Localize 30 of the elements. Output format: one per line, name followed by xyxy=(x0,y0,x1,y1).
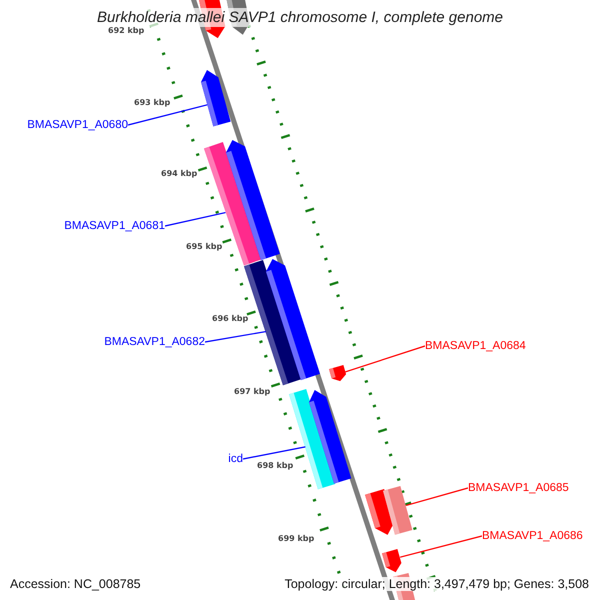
gene-feature xyxy=(328,364,346,381)
leader-line xyxy=(164,212,226,227)
leader-line xyxy=(406,487,468,506)
leader-line xyxy=(400,535,482,558)
gene-feature xyxy=(266,259,320,380)
tick-label: 696 kbp xyxy=(212,313,248,324)
tick-label: 693 kbp xyxy=(134,97,170,108)
gene-label: BMASAVP1_A0680 xyxy=(27,118,128,132)
leader-line xyxy=(345,345,426,373)
tick-label: 694 kbp xyxy=(161,168,198,179)
gene-label: BMASAVP1_A0685 xyxy=(468,481,569,495)
gene-label: BMASAVP1_A0686 xyxy=(482,529,583,543)
gene-feature xyxy=(201,70,231,126)
tick-label: 692 kbp xyxy=(108,25,144,36)
tick-label: 697 kbp xyxy=(234,386,270,397)
footer-text: Topology: circular; Length: 3,497,479 bp; Genes: 3,508 xyxy=(284,577,590,591)
tick-label: 695 kbp xyxy=(186,241,222,252)
gene-feature xyxy=(309,390,352,484)
gene-label: BMASAVP1_A0681 xyxy=(64,219,165,233)
tick-label: 699 kbp xyxy=(278,533,314,544)
gene-label: BMASAVP1_A0682 xyxy=(104,335,205,349)
gene-feature xyxy=(382,548,402,572)
footer-text: Accession: NC_008785 xyxy=(9,577,142,591)
gene-label: BMASAVP1_A0684 xyxy=(425,339,526,353)
tick-label: 698 kbp xyxy=(257,460,294,471)
leader-line xyxy=(204,330,266,343)
gene-feature xyxy=(383,486,413,534)
leader-line xyxy=(128,104,208,126)
leader-line xyxy=(242,446,306,460)
gene-feature xyxy=(226,140,280,260)
